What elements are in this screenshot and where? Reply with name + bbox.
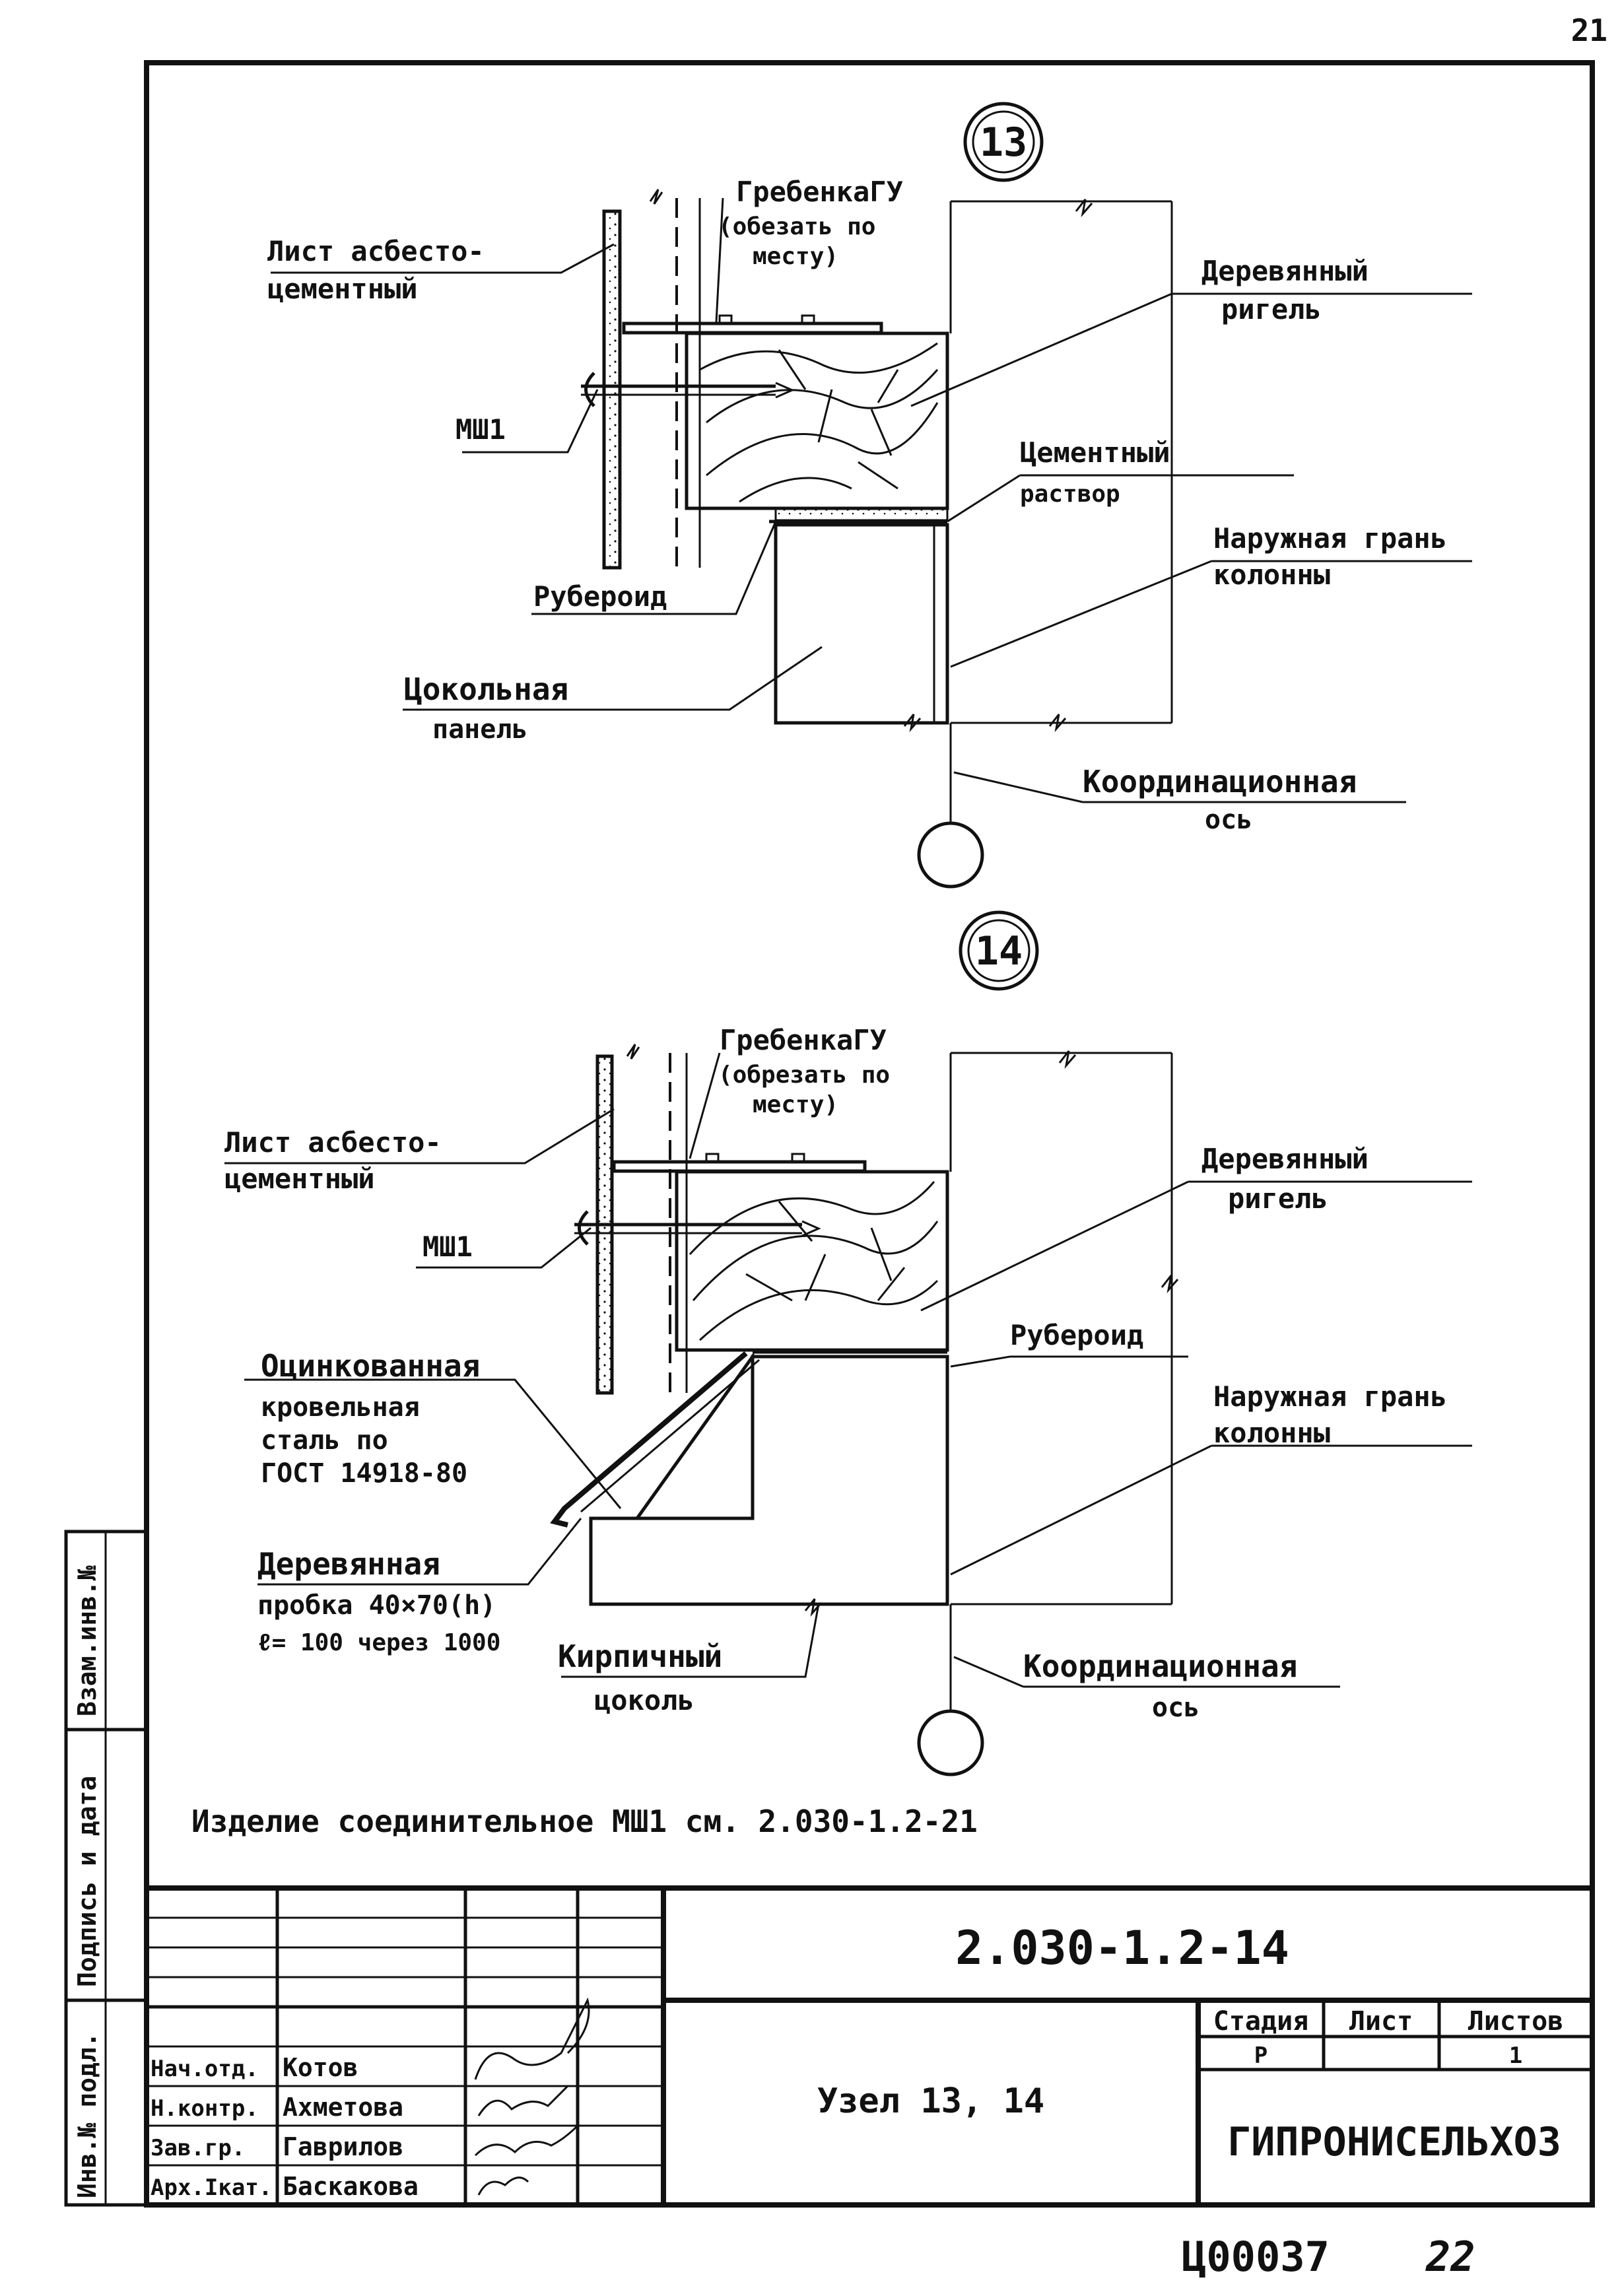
person-name: Баскакова (283, 2172, 419, 2201)
label-plinth-panel-2: панель (432, 714, 528, 745)
label-asbestos-sheet-1: Лист асбесто- (224, 1126, 442, 1159)
sheet-header: Лист (1349, 2006, 1413, 2037)
sheet-frame (144, 60, 1595, 2208)
person-role: Зав.гр. (151, 2135, 245, 2161)
label-column-face-2: колонны (1213, 558, 1330, 591)
signatures (474, 1997, 590, 2196)
label-mortar-1: Цементный (1020, 436, 1170, 469)
side-stamp: Инв.№ подл. Подпись и дата Взам.инв.№ (64, 1530, 149, 2207)
detail-14-leaders (224, 1052, 1472, 1688)
page-number: 21 (1571, 13, 1607, 48)
label-steel-3: сталь по (261, 1425, 388, 1456)
person-name: Котов (283, 2053, 358, 2082)
label-asbestos-sheet-2: цементный (224, 1163, 375, 1195)
label-brick-plinth-2: цоколь (594, 1684, 694, 1716)
label-steel-2: кровельная (261, 1392, 420, 1423)
detail-13: 13 (267, 102, 1472, 889)
person-name: Гаврилов (283, 2132, 403, 2161)
label-roofing-felt: Рубероид (533, 580, 667, 613)
general-note: Изделие соединительное МШ1 см. 2.030-1.2… (191, 1804, 978, 1839)
coordination-axis-marker (917, 1709, 984, 1776)
person-role: Арх.Iкат. (151, 2175, 272, 2201)
detail-13-marker (963, 102, 1044, 182)
label-column-face-1: Наружная грань (1213, 1380, 1447, 1413)
label-comb-1: ГребенкаГУ (720, 1024, 887, 1056)
timber-beam (675, 1170, 949, 1352)
label-fastener: МШ1 (422, 1231, 473, 1263)
stage-header: Стадия (1213, 2006, 1309, 2037)
label-fastener: МШ1 (456, 413, 506, 446)
wooden-plug (634, 1351, 755, 1520)
person-role: Нач.отд. (151, 2056, 259, 2082)
plinth-panel (774, 523, 949, 725)
label-plinth-panel-1: Цокольная (404, 671, 568, 707)
label-column-face-1: Наружная грань (1213, 522, 1447, 555)
format-number: 22 (1425, 2233, 1475, 2281)
label-mortar-2: раствор (1020, 481, 1120, 508)
stage-value: Р (1254, 2043, 1267, 2069)
label-comb-3: месту) (753, 1091, 838, 1118)
brick-plinth (589, 1355, 949, 1606)
label-comb-1: ГребенкаГУ (736, 176, 903, 208)
label-axis-1: Координационная (1023, 1648, 1297, 1684)
label-comb-2: (обезать по (718, 213, 875, 240)
label-axis-2: ось (1205, 805, 1252, 835)
label-beam-2: ригель (1228, 1182, 1328, 1215)
label-axis-1: Координационная (1083, 764, 1357, 799)
label-asbestos-sheet-1: Лист асбесто- (267, 235, 485, 267)
document-code: 2.030-1.2-14 (955, 1921, 1289, 1975)
label-plug-2: пробка 40×70(h) (257, 1590, 496, 1621)
detail-13-marker-number: 13 (980, 119, 1027, 166)
detail-14-marker-number: 14 (975, 928, 1023, 974)
sheets-value: 1 (1509, 2043, 1522, 2069)
archive-stamp: Ц00037 (1182, 2233, 1330, 2281)
label-axis-2: ось (1152, 1693, 1200, 1723)
comb-plate (622, 321, 883, 335)
label-column-face-2: колонны (1213, 1417, 1330, 1449)
organization: ГИПРОНИСЕЛЬХОЗ (1227, 2119, 1561, 2165)
document-title: Узел 13, 14 (817, 2081, 1044, 2121)
coordination-axis-marker (917, 821, 984, 889)
person-name: Ахметова (283, 2093, 403, 2122)
detail-14: 14 (224, 910, 1472, 1776)
label-plug-3: ℓ= 100 через 1000 (257, 1629, 500, 1656)
galvanized-steel-flashing (550, 1351, 748, 1528)
label-comb-3: месту) (753, 243, 838, 270)
detail-13-leaders (271, 197, 1472, 803)
label-roofing-felt: Рубероид (1010, 1319, 1143, 1351)
label-plug-1: Деревянная (257, 1546, 440, 1582)
sheets-header: Листов (1468, 2006, 1564, 2037)
side-stamp-replacement-label: Взам.инв.№ (73, 1565, 102, 1716)
label-beam-1: Деревянный (1201, 1143, 1369, 1175)
label-steel-1: Оцинкованная (261, 1348, 480, 1384)
detail-14-marker (959, 910, 1039, 991)
comb-plate (612, 1160, 867, 1173)
person-role: Н.контр. (151, 2095, 259, 2122)
label-beam-2: ригель (1221, 293, 1322, 325)
label-comb-2: (обрезать по (718, 1062, 890, 1089)
label-brick-plinth-1: Кирпичный (558, 1638, 722, 1674)
side-stamp-signature-label: Подпись и дата (73, 1776, 102, 1987)
label-asbestos-sheet-2: цементный (267, 273, 418, 305)
title-block: 2.030-1.2-14 Узел 13, 14 Стадия Лист Лис… (147, 1885, 1592, 2205)
label-beam-1: Деревянный (1201, 255, 1369, 287)
side-stamp-inventory-label: Инв.№ подл. (73, 2032, 102, 2198)
label-steel-4: ГОСТ 14918-80 (261, 1458, 467, 1489)
